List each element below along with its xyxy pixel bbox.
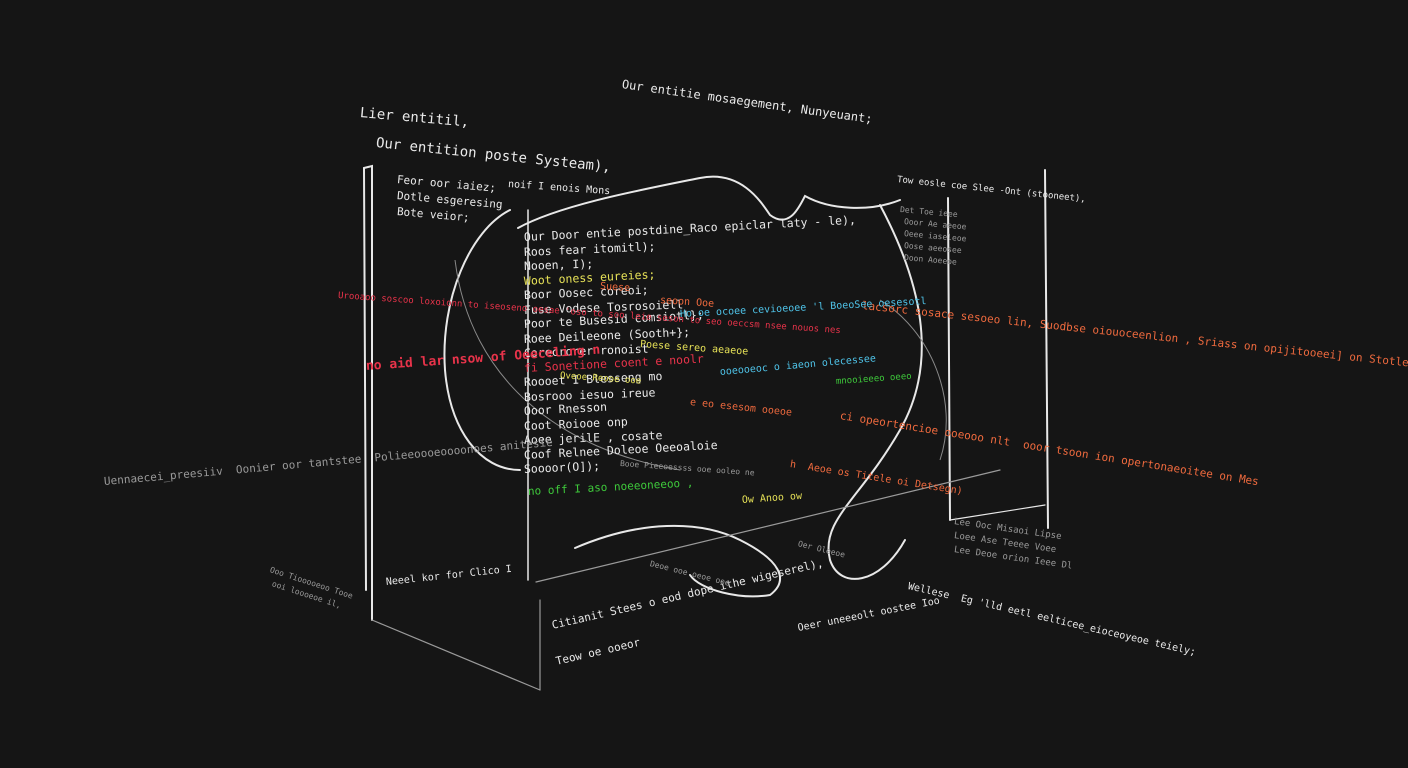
orange-stream: Suese — [599, 281, 631, 295]
